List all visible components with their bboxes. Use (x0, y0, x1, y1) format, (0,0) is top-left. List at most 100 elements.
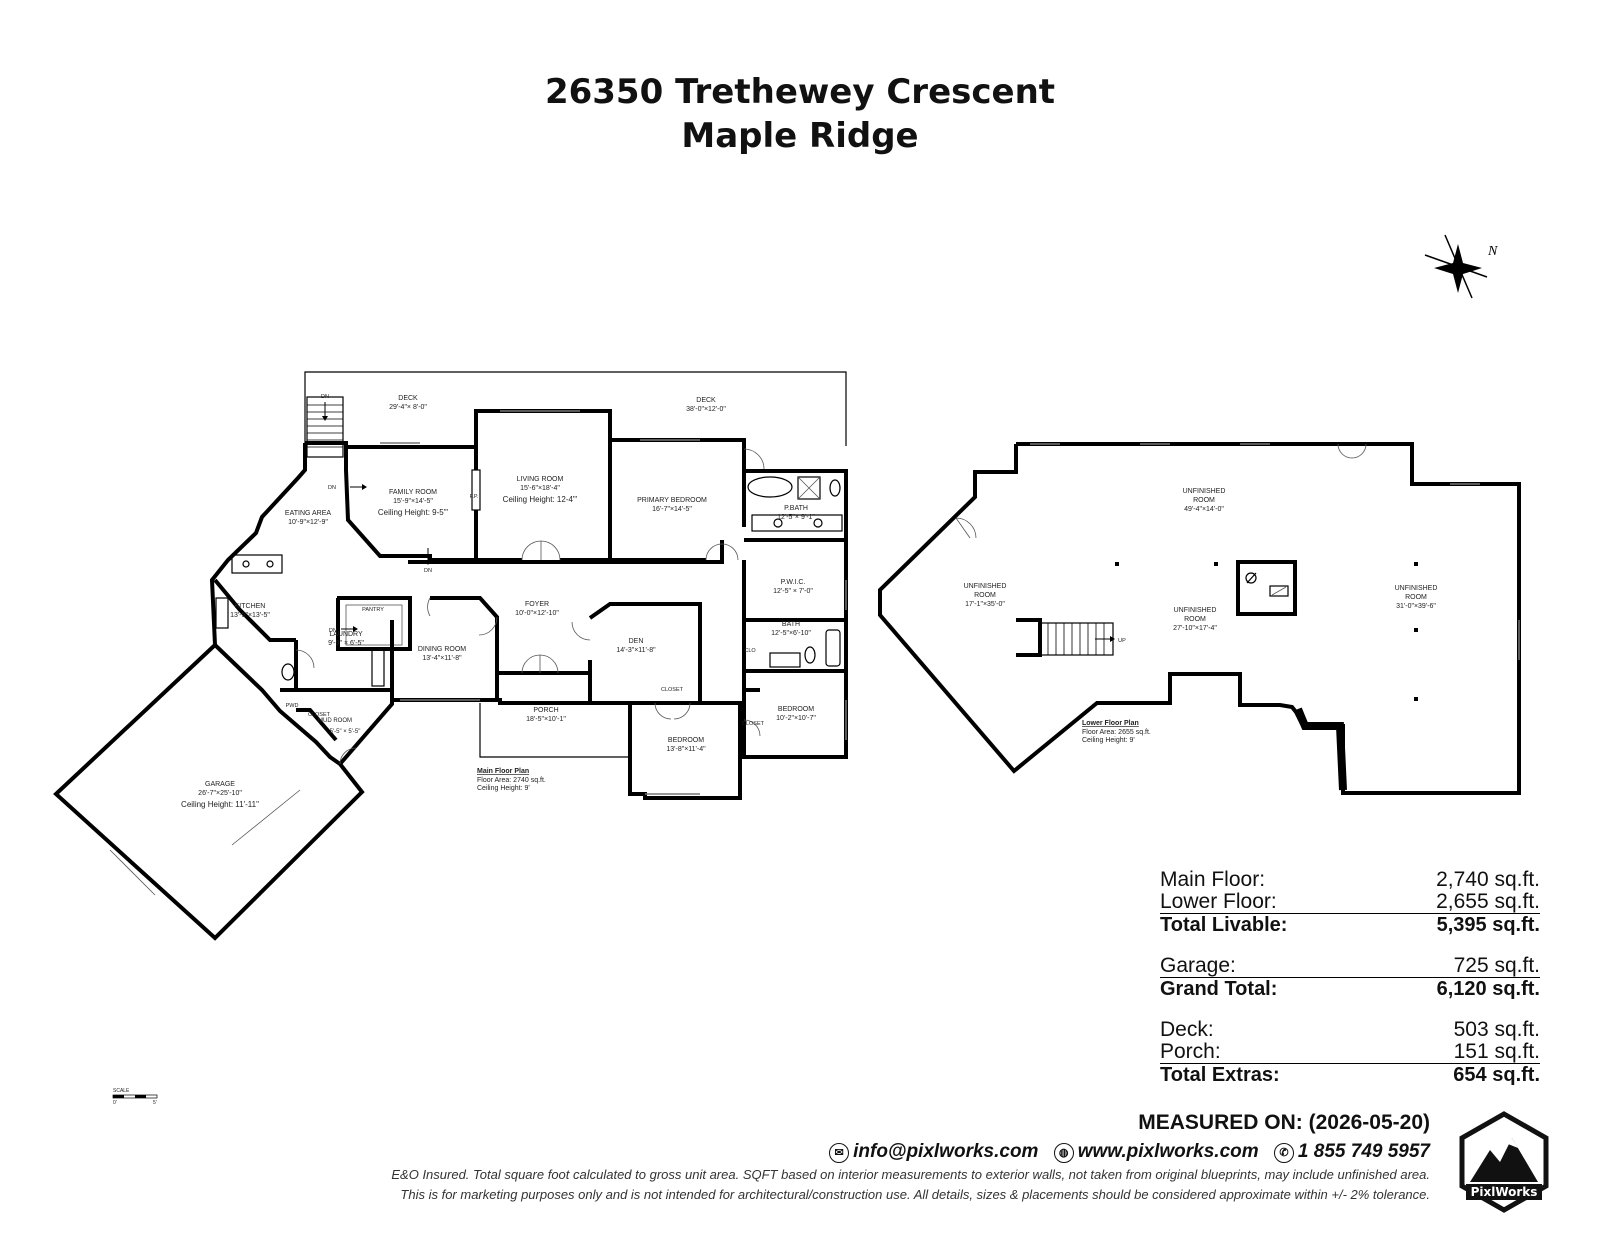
summary-value: 6,120 sq.ft. (1436, 978, 1540, 1000)
room-dims-porch: 18'-5"×10'-1" (526, 716, 566, 723)
logo-text: PixlWorks (1471, 1185, 1538, 1199)
scale-start: 0' (113, 1100, 117, 1106)
label-closet2: CLOSET (661, 687, 684, 693)
lower-room-name2-ur_mid: ROOM (1184, 616, 1206, 623)
lower-plan-title: Lower Floor Plan (1082, 720, 1139, 727)
summary-value: 5,395 sq.ft. (1436, 914, 1540, 936)
room-dims-bedroom2: 10'-2"×10'-7" (776, 715, 816, 722)
room-name-bedroom1: BEDROOM (668, 737, 704, 744)
page-title: 26350 Trethewey Crescent (544, 72, 1056, 112)
room-name-bath: BATH (782, 621, 800, 628)
lower-plan-area: Floor Area: 2655 sq.ft. (1082, 729, 1151, 736)
lower-room-name-ur_mid: UNFINISHED (1174, 607, 1217, 614)
label-pwd: PWD (286, 703, 299, 709)
measured-on-date: MEASURED ON: (2026-05-20) (1138, 1111, 1430, 1134)
lower-floor-plan (878, 442, 1521, 795)
lower-room-name-ur_right: UNFINISHED (1395, 585, 1438, 592)
deck-outline (304, 371, 847, 446)
phone-icon: ✆ (1273, 1143, 1294, 1163)
contact-website[interactable]: www.pixlworks.com (1077, 1141, 1259, 1162)
disclaimer-line-2: This is for marketing purposes only and … (400, 1187, 1430, 1202)
room-name-foyer: FOYER (525, 601, 549, 608)
summary-row: Total Livable: 5,395 sq.ft. (1160, 914, 1540, 936)
summary-label: Grand Total: (1160, 978, 1278, 1000)
lower-room-name-ur_left: UNFINISHED (964, 583, 1007, 590)
room-dims-laundry: 9'-9" × 6'-5" (328, 640, 364, 647)
contact-phone[interactable]: 1 855 749 5957 (1297, 1141, 1430, 1162)
room-name-eating: EATING AREA (285, 510, 331, 517)
room-name-pwic: P.W.I.C. (781, 579, 806, 586)
summary-row: Deck: 503 sq.ft. (1160, 1019, 1540, 1041)
summary-row: Porch: 151 sq.ft. (1160, 1041, 1540, 1064)
summary-label: Garage: (1160, 954, 1236, 977)
room-dims-deck2: 38'-0"×12'-0" (686, 406, 726, 413)
lower-plan-ceiling: Ceiling Height: 9' (1082, 737, 1135, 744)
lower-room-dims-ur_mid: 27'-10"×17'-4" (1173, 625, 1217, 632)
summary-label: Deck: (1160, 1018, 1214, 1041)
main-plan-title: Main Floor Plan (477, 768, 529, 775)
label-dn2: DN (328, 485, 336, 491)
room-dims-eating: 10'-9"×12'-9" (288, 519, 328, 526)
room-name-kitchen: KITCHEN (235, 603, 266, 610)
label-fp: F.P. (470, 494, 479, 500)
compass-icon: N (1424, 234, 1498, 299)
page-subtitle: Maple Ridge (681, 116, 919, 156)
room-dims-family: 15'-9"×14'-5" (393, 498, 433, 505)
lower-room-name2-ur_left: ROOM (974, 592, 996, 599)
lower-room-name-ur_top: UNFINISHED (1183, 488, 1226, 495)
summary-row: Total Extras:654 sq.ft. (1160, 1064, 1540, 1086)
pixlworks-logo-icon: PixlWorks (1459, 1111, 1549, 1213)
room-dims-garage: 26'-7"×25'-10" (198, 790, 242, 797)
room-dims-foyer: 10'-0"×12'-10" (515, 610, 559, 617)
room-extra-living: Ceiling Height: 12-4"' (503, 495, 578, 504)
room-name-deck1: DECK (398, 395, 418, 402)
summary-value: 2,740 sq.ft. (1436, 868, 1540, 891)
label-mud_dims: 5'-5" × 5'-5" (330, 729, 361, 735)
summary-label: Total Livable: (1160, 914, 1288, 936)
lower-up-label: UP (1118, 638, 1126, 644)
summary-row: Main Floor: 2,740 sq.ft. (1160, 869, 1540, 891)
label-clo: CLO (744, 648, 756, 654)
summary-value: 725 sq.ft. (1453, 954, 1540, 977)
email-icon: ✉ (829, 1143, 850, 1163)
summary-value: 2,655 sq.ft. (1436, 890, 1540, 913)
room-extra-family: Ceiling Height: 9-5"' (378, 508, 449, 517)
compass-north-label: N (1487, 244, 1498, 259)
contact-line: ✉info@pixlworks.com ◍www.pixlworks.com ✆… (819, 1141, 1430, 1163)
label-mudroom: MUD ROOM (318, 718, 352, 724)
summary-value: 503 sq.ft. (1453, 1018, 1540, 1041)
room-name-living: LIVING ROOM (517, 476, 564, 483)
lower-room-dims-ur_left: 17'-1"×35'-0" (965, 601, 1005, 608)
room-dims-living: 15'-6"×18'-4" (520, 485, 560, 492)
lower-room-dims-ur_right: 31'-0"×39'-6" (1396, 603, 1436, 610)
label-dn4: DN (329, 628, 337, 634)
room-dims-pbath: 12'-5"× 9'-1" (777, 514, 815, 521)
room-name-den: DEN (629, 638, 644, 645)
lower-room-name2-ur_right: ROOM (1405, 594, 1427, 601)
room-name-pbath: P.BATH (784, 505, 808, 512)
scale-bar: SCALE 0' 5' (112, 1088, 158, 1106)
lower-exterior-wall (878, 442, 1521, 795)
scale-label: SCALE (113, 1088, 130, 1094)
label-dn3: DN (424, 568, 432, 574)
label-closet3: CLOSET (742, 721, 765, 727)
contact-email[interactable]: info@pixlworks.com (853, 1141, 1039, 1162)
lower-room-name2-ur_top: ROOM (1193, 497, 1215, 504)
main-exterior-wall (209, 409, 848, 800)
scale-end: 5' (153, 1100, 157, 1106)
room-dims-dining: 13'-4"×11'-8" (422, 655, 462, 662)
summary-value: 654 sq.ft. (1453, 1064, 1540, 1086)
summary-row: Garage: 725 sq.ft. (1160, 955, 1540, 978)
summary-label: Porch: (1160, 1040, 1221, 1063)
area-summary-table: Main Floor:2,740 sq.ft.Lower Floor:2,655… (1160, 869, 1540, 1086)
room-name-garage: GARAGE (205, 781, 235, 788)
disclaimer-line-1: E&O Insured. Total square foot calculate… (391, 1167, 1430, 1182)
globe-icon: ◍ (1053, 1143, 1074, 1163)
summary-value: 151 sq.ft. (1453, 1040, 1540, 1063)
label-pantry: PANTRY (362, 607, 384, 613)
room-name-bedroom2: BEDROOM (778, 706, 814, 713)
summary-label: Main Floor: (1160, 868, 1266, 891)
lower-room-dims-ur_top: 49'-4"×14'-0" (1184, 506, 1224, 513)
main-plan-area: Floor Area: 2740 sq.ft. (477, 777, 546, 784)
